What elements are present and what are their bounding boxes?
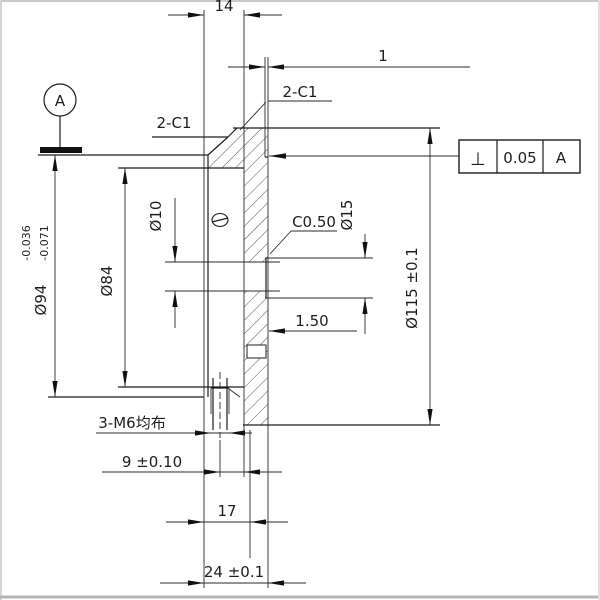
dim-hub-dia: Ø94 -0.036 -0.071: [20, 155, 58, 397]
note-thread-text: 3-M6均布: [98, 414, 165, 432]
part-outline: [38, 10, 440, 588]
dim-total-length: 24 ±0.1: [160, 563, 306, 586]
label-chamfer-right: 2-C1: [239, 83, 332, 131]
dim-thread-offset: 9 ±0.10: [102, 453, 282, 475]
datum-label: A: [55, 92, 66, 110]
dim-counterbore-dia: Ø15: [338, 200, 368, 334]
dim-hub-dia-text: Ø94: [32, 285, 50, 316]
dim-hub-length-text: 17: [217, 502, 236, 520]
dim-counterbore-dia-text: Ø15: [338, 200, 356, 231]
dim-flange-dia: Ø115 ±0.1: [403, 128, 433, 425]
dim-counterbore-depth: 1.50: [269, 312, 357, 334]
dim-small-hole-text: Ø10: [147, 201, 165, 232]
dim-hub-dia-tol-upper: -0.036: [20, 225, 33, 260]
dim-hub-length: 17: [166, 430, 288, 558]
dim-small-hole: Ø10: [147, 198, 178, 328]
dim-top-width-text: 14: [214, 0, 233, 15]
dim-bore-dia-text: Ø84: [98, 266, 116, 297]
dim-rim-width: 1: [228, 47, 470, 70]
fcf-datum-ref: A: [556, 149, 567, 167]
label-chamfer-right-text: 2-C1: [283, 83, 318, 101]
label-chamfer-left-text: 2-C1: [157, 114, 192, 132]
perpendicularity-icon: ⊥: [470, 149, 486, 170]
datum-a-symbol: A: [40, 83, 82, 153]
plug-mark-symbol: [211, 212, 229, 228]
label-counterbore-chamfer: C0.50: [269, 213, 337, 255]
dim-hub-dia-tol-lower: -0.071: [38, 225, 51, 260]
datum-target-bar: [40, 147, 82, 153]
feature-control-frame: ⊥ 0.05 A: [269, 139, 581, 174]
label-chamfer-left: 2-C1: [157, 114, 192, 132]
fcf-tolerance-value: 0.05: [503, 149, 536, 167]
m6-thread-hole: [210, 372, 241, 477]
dim-bore-dia: Ø84: [98, 168, 128, 387]
dim-flange-dia-text: Ø115 ±0.1: [403, 247, 421, 329]
dim-thread-offset-text: 9 ±0.10: [122, 453, 182, 471]
dim-rim-width-text: 1: [378, 47, 388, 65]
note-thread: 3-M6均布: [96, 414, 252, 436]
dim-counterbore-depth-text: 1.50: [295, 312, 328, 330]
dim-top-width: 14: [168, 0, 282, 18]
label-counterbore-chamfer-text: C0.50: [292, 213, 336, 231]
section-hatching: [208, 128, 268, 425]
dim-total-length-text: 24 ±0.1: [204, 563, 264, 581]
